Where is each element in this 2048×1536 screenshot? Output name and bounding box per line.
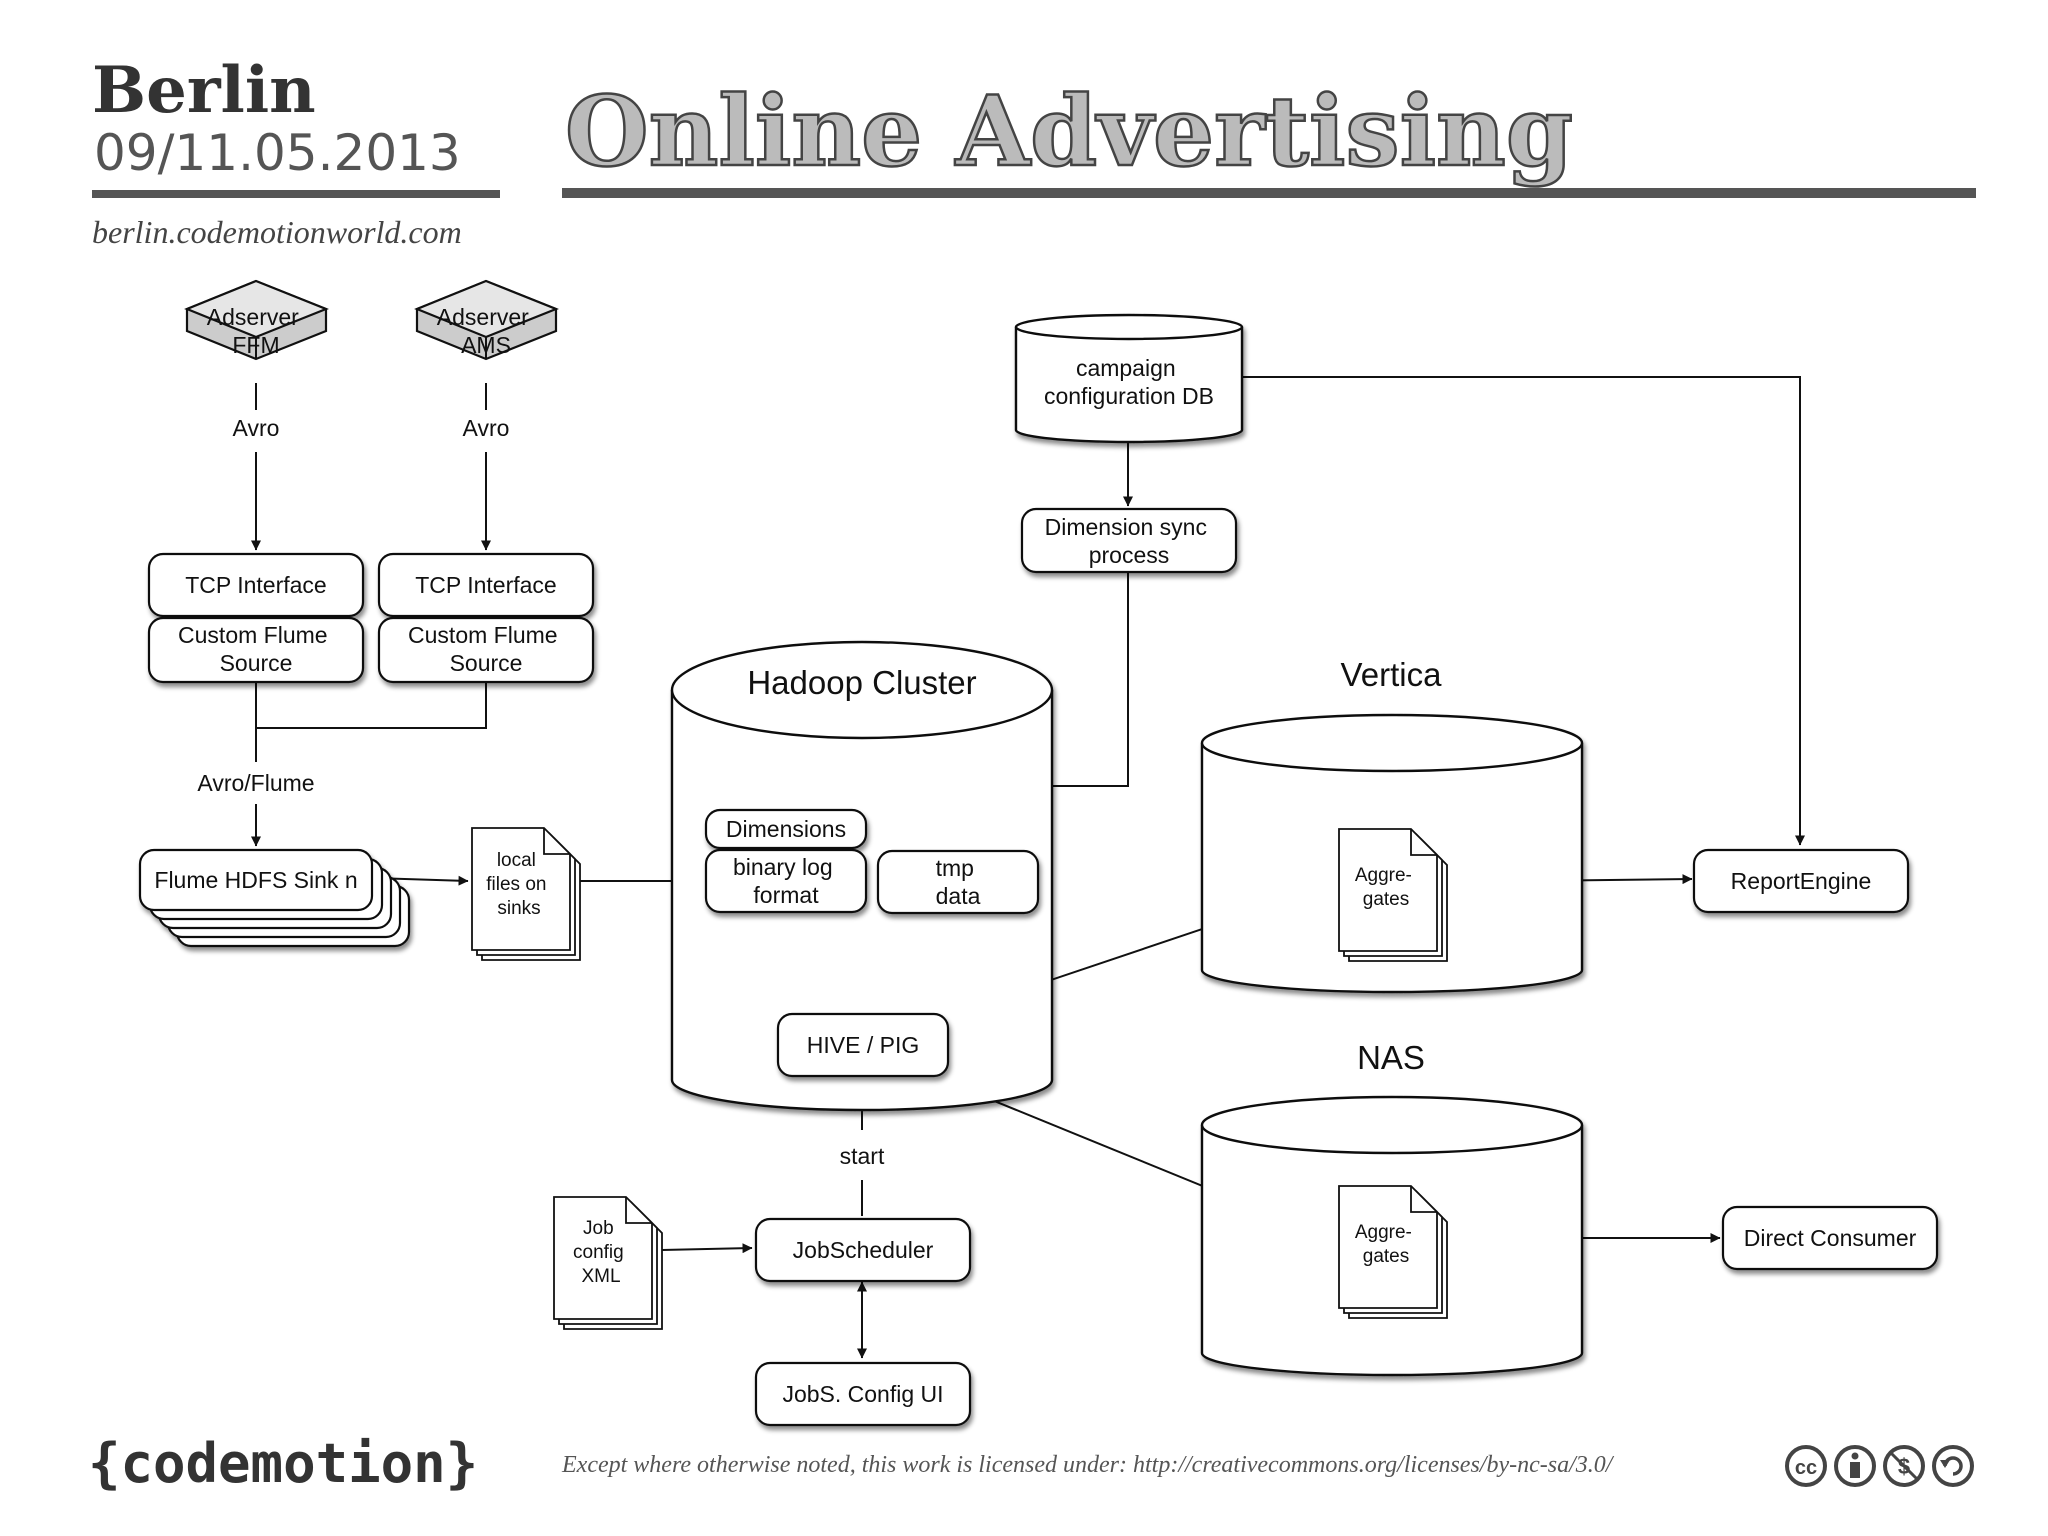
flume-hdfs-sink-label: Flume HDFS Sink n [154,867,357,893]
by-icon [1834,1445,1876,1487]
edge-label-avro-ams: Avro [463,415,510,441]
cc-license-icons: cc $ [1785,1445,1974,1487]
direct-consumer-label: Direct Consumer [1744,1225,1917,1251]
nas-label: NAS [1357,1039,1425,1076]
local-files-label: local files on sinks [486,850,551,919]
edge-campaign-db-report-engine [1242,376,1805,846]
edge-label-start: start [840,1143,885,1169]
header: Berlin 09/11.05.2013 berlin.codemotionwo… [92,53,1976,250]
binary-log-format-box [704,848,868,914]
edge-job-config-scheduler [661,1243,753,1254]
edge-flume-sources-merge [255,682,487,762]
adserver-ffm-label: Adserver FFM [207,304,305,358]
aggregates-nas-doc [1338,1185,1448,1319]
adserver-ffm: Adserver FFM [184,279,329,361]
campaign-config-db [1014,313,1244,444]
page-title: Online Advertising [565,75,1573,188]
hadoop-cluster-label: Hadoop Cluster [747,664,976,701]
jobs-config-ui-label: JobS. Config UI [782,1381,943,1407]
job-scheduler-box [754,1217,972,1283]
job-scheduler-label: JobScheduler [793,1237,934,1263]
dimensions-label: Dimensions [726,816,846,842]
binary-log-format-label: binary log format [733,854,839,908]
jobs-config-ui-box [754,1361,972,1427]
custom-flume-source-ffm [147,616,365,684]
tcp-interface-ams [377,552,595,618]
direct-consumer-box [1721,1205,1939,1271]
adserver-ams: Adserver AMS [414,279,559,361]
aggregates-nas-label: Aggre- gates [1355,1222,1417,1267]
svg-text:cc: cc [1795,1457,1817,1479]
local-files-doc [471,827,581,961]
dimension-sync-label: Dimension sync process [1045,514,1214,568]
campaign-db-label: campaign configuration DB [1044,355,1214,409]
vertica-label: Vertica [1341,656,1443,693]
codemotion-logo: {codemotion} [88,1432,478,1495]
job-config-xml-label: Job config XML [573,1218,629,1287]
aggregates-vertica-doc [1338,828,1448,962]
header-rule-title [562,188,1976,198]
tcp-interface-ams-label: TCP Interface [415,572,556,598]
edge-label-avro-ffm: Avro [233,415,280,441]
aggregates-vertica-label: Aggre- gates [1355,865,1417,910]
adserver-ams-label: Adserver AMS [437,304,535,358]
dimension-sync-process [1020,507,1238,574]
dimensions-box [704,808,868,850]
header-rule-left [92,190,500,198]
tcp-interface-ffm [147,552,365,618]
tcp-interface-ffm-label: TCP Interface [185,572,326,598]
hive-pig-label: HIVE / PIG [807,1032,919,1058]
job-config-xml-doc [553,1196,663,1330]
license-text: Except where otherwise noted, this work … [561,1452,1615,1478]
flume-hdfs-sink-stack [138,848,411,948]
custom-flume-source-ams-label: Custom Flume Source [408,622,564,676]
nc-icon: $ [1883,1445,1925,1487]
custom-flume-source-ams [377,616,595,684]
sa-icon [1932,1445,1974,1487]
cc-icon: cc [1785,1445,1827,1487]
report-engine-box [1692,848,1910,914]
edge-label-avro-flume: Avro/Flume [197,770,314,796]
tmp-data-box [876,849,1040,915]
hive-pig-box [776,1012,950,1078]
nas-cylinder [1200,1095,1584,1377]
custom-flume-source-ffm-label: Custom Flume Source [178,622,334,676]
header-website: berlin.codemotionworld.com [92,214,462,250]
tmp-data-label: tmp data [936,855,981,909]
report-engine-label: ReportEngine [1731,868,1872,894]
header-date: 09/11.05.2013 [94,124,461,182]
header-city: Berlin [92,53,316,128]
